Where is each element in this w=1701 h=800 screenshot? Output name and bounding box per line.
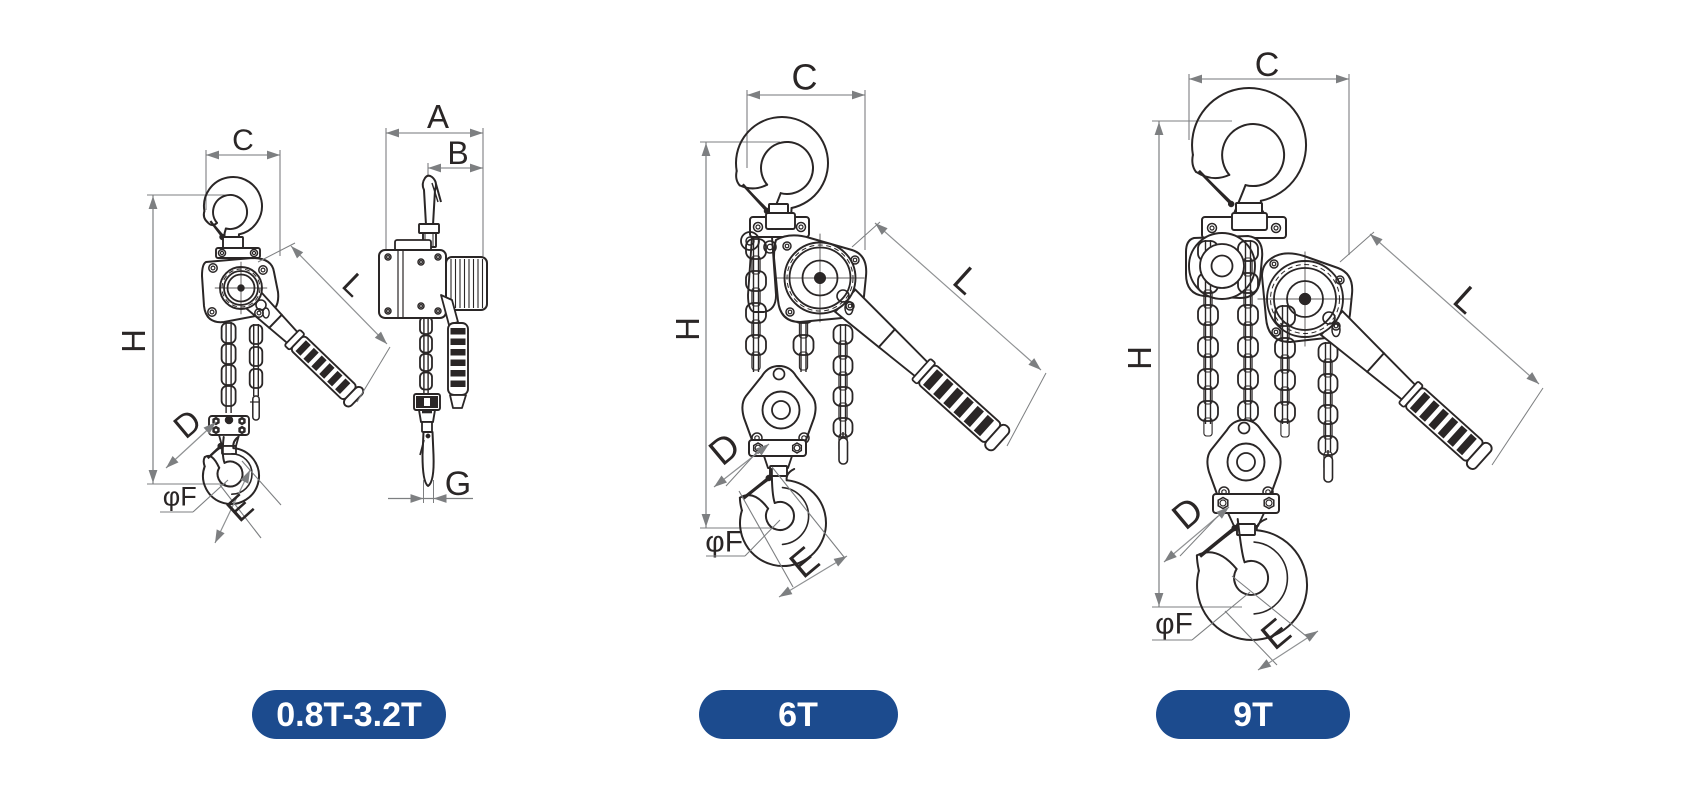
svg-text:E: E <box>1253 610 1298 657</box>
svg-text:H: H <box>669 317 706 341</box>
svg-text:L: L <box>1446 278 1488 322</box>
svg-text:φF: φF <box>163 482 197 512</box>
svg-text:φF: φF <box>705 526 743 559</box>
svg-text:G: G <box>445 465 471 503</box>
svg-text:H: H <box>115 329 152 353</box>
svg-text:H: H <box>1121 346 1158 370</box>
svg-text:C: C <box>792 57 818 98</box>
svg-text:0.8T-3.2T: 0.8T-3.2T <box>276 696 422 734</box>
svg-text:9T: 9T <box>1233 696 1273 734</box>
svg-text:D: D <box>166 402 208 446</box>
svg-text:φF: φF <box>1155 607 1193 640</box>
svg-text:L: L <box>945 258 987 302</box>
svg-text:6T: 6T <box>778 696 818 734</box>
svg-text:C: C <box>1255 46 1280 84</box>
svg-text:B: B <box>447 135 468 171</box>
svg-text:A: A <box>427 98 449 135</box>
svg-text:C: C <box>232 124 254 157</box>
